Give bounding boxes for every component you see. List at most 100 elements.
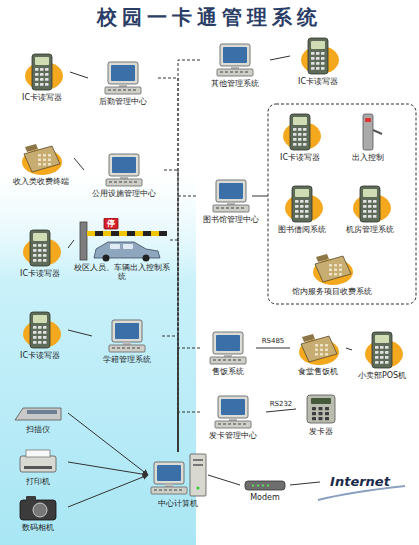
key [45,83,49,86]
key [221,207,224,209]
barrier-stripe [159,231,167,236]
key [40,83,44,86]
node-label: IC卡读写器 [14,93,70,102]
pc-icon [102,60,144,96]
key [124,181,127,183]
reader-body [32,54,52,90]
key [154,489,157,491]
barrier-stripe [111,231,119,236]
node-label: IC卡读写器 [12,351,68,360]
barrier-stripe [151,231,159,236]
node-label: 校区人员、车辆出入控制系统 [74,263,170,281]
key [40,68,44,71]
key [319,412,323,415]
key [228,359,231,361]
car-window [123,244,133,249]
modem-led [267,485,269,487]
node-label: 食堂售饭机 [290,367,346,376]
monitor [220,44,250,66]
key [293,133,297,136]
key [311,52,315,55]
key [368,215,372,218]
key [218,359,221,361]
diagram-title: 校园一卡通管理系统 [0,4,419,31]
barrier-stripe [87,231,95,236]
modem-icon [243,478,287,492]
keyboard [210,357,246,364]
barrier-stripe [127,231,135,236]
key [363,210,367,213]
scanner-icon [13,402,63,424]
reader-node: IC卡读写器 [12,310,68,360]
key [127,347,130,349]
wheel [103,255,110,262]
key [137,347,140,349]
node-label: 机房管理系统 [340,225,400,234]
key [38,341,42,344]
key [339,269,342,271]
left-panel [0,170,196,545]
wheel [143,255,150,262]
key [33,331,37,334]
printer-slot [24,466,52,469]
key [122,347,125,349]
terminal-handset [302,334,315,342]
key [174,489,177,491]
key [134,181,137,183]
key [334,269,337,271]
reader-screen [33,315,47,323]
network-backbone-link [178,412,200,452]
key [225,71,228,73]
key [320,344,323,346]
pc-icon [106,318,148,354]
key [220,71,223,73]
key [316,52,320,55]
key [118,89,121,91]
modem-led [252,485,254,487]
node-label: 公用设施管理中心 [84,189,164,198]
modem-body [245,481,285,490]
terminal-handset [316,254,329,262]
key [38,249,42,252]
stand [224,354,232,357]
connector-line [290,482,320,485]
printer-icon [16,448,60,476]
reader-screen [295,189,309,197]
key [40,73,44,76]
reader-node: IC卡读写器 [12,228,68,278]
key [45,73,49,76]
key [48,154,51,156]
key [33,249,37,252]
key [43,163,46,165]
reader-icon [278,112,322,152]
reader-icon [348,184,392,224]
node-label: 发卡器 [296,427,346,436]
key [305,210,309,213]
node-label: 中心计算机 [148,499,208,508]
key [164,489,167,491]
key [315,353,318,355]
key [315,349,318,351]
key [40,78,44,81]
scanner-node: 扫描仪 [8,402,68,434]
key [321,52,325,55]
key [305,200,309,203]
connector-line [70,72,88,78]
printer-paper [26,450,50,457]
monitor [213,332,243,354]
key [169,489,172,491]
node-label: IC卡读写器 [290,77,346,86]
connector-line [68,475,148,507]
key [38,154,41,156]
keyboard [151,487,187,494]
pc-node: 售饭系统 [200,330,256,376]
reader-body [30,312,50,348]
reader-screen [363,189,377,197]
key [385,356,389,359]
text-node: Internet [320,474,400,490]
key [35,83,39,86]
key [245,71,248,73]
pc-node: 学籍管理系统 [92,318,162,364]
network-backbone-link [170,240,178,452]
key [45,78,49,81]
